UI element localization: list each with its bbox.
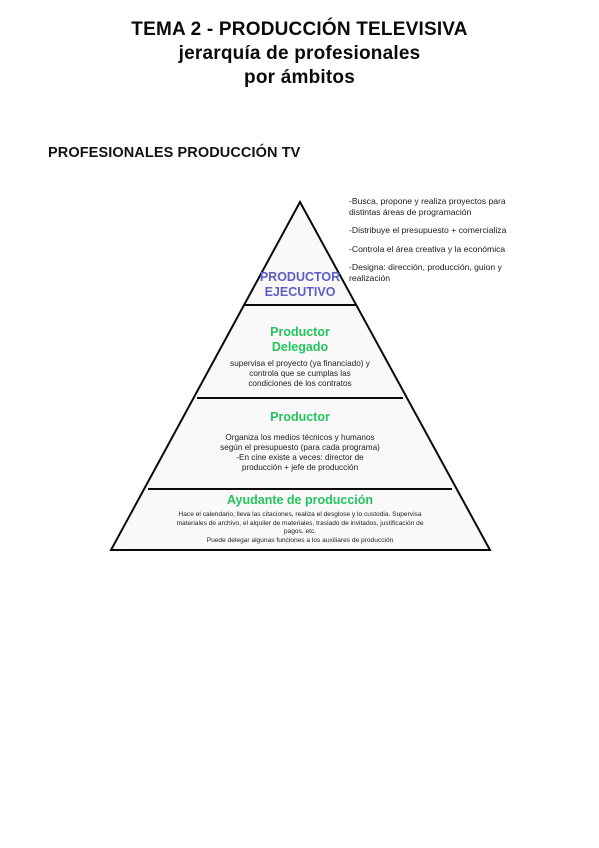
pyramid-shape xyxy=(109,199,492,551)
executive-notes: -Busca, propone y realiza proyectos para… xyxy=(349,196,539,291)
executive-note-4-line-1: -Designa: dirección, producción, guion y xyxy=(349,262,502,272)
tier-producer-title: Productor xyxy=(220,410,380,425)
tier-executive-title-line-2: EJECUTIVO xyxy=(264,285,336,299)
tier-assistant-title: Ayudante de producción xyxy=(180,493,420,508)
tier-producer-desc-line-4: producción + jefe de producción xyxy=(241,463,359,472)
tier-producer-desc-line-3: -En cine existe a veces: director de xyxy=(236,453,364,462)
tier-assistant-desc-line-2: materiales de archivo, el alquiler de ma… xyxy=(176,519,424,527)
tier-delegate-description: supervisa el proyecto (ya financiado) y … xyxy=(205,359,395,389)
executive-note-1-line-2: distintas áreas de programación xyxy=(349,206,472,217)
section-heading: PROFESIONALES PRODUCCIÓN TV xyxy=(48,145,301,161)
tier-executive-title: PRODUCTOR EJECUTIVO xyxy=(240,270,360,300)
tier-delegate-title-line-2: Delegado xyxy=(271,340,329,354)
tier-assistant-desc-line-3: pagos, etc. xyxy=(283,528,317,535)
executive-note-4-line-2: realización xyxy=(349,272,391,283)
tier-delegate-title: Productor Delegado xyxy=(220,325,380,355)
tier-assistant-title-line-1: Ayudante de producción xyxy=(226,493,374,507)
tier-assistant-desc-line-4: Puede delegar algunas funciones a los au… xyxy=(206,536,394,544)
executive-note-2: -Distribuye el presupuesto + comercializ… xyxy=(349,225,539,236)
executive-note-1: -Busca, propone y realiza proyectos para… xyxy=(349,196,539,217)
title-line-1: TEMA 2 - PRODUCCIÓN TELEVISIVA xyxy=(131,19,468,40)
title-line-2: jerarquía de profesionales xyxy=(178,43,421,64)
tier-delegate-desc-line-3: condiciones de los contratos xyxy=(248,379,352,388)
tier-assistant-description: Hace el calendario, lleva las citaciones… xyxy=(150,511,450,545)
tier-delegate-title-line-1: Productor xyxy=(270,325,330,339)
title-line-3: por ámbitos xyxy=(244,67,355,88)
executive-note-4: -Designa: dirección, producción, guion y… xyxy=(349,262,539,283)
tier-assistant-desc-line-1: Hace el calendario, lleva las citaciones… xyxy=(178,511,422,518)
tier-producer-description: Organiza los medios técnicos y humanos s… xyxy=(190,433,410,473)
tier-producer-title-line-1: Productor xyxy=(270,410,330,424)
executive-note-3: -Controla el área creativa y la económic… xyxy=(349,244,539,255)
executive-note-1-line-1: -Busca, propone y realiza proyectos para xyxy=(349,196,506,206)
tier-producer-desc-line-2: según el presupuesto (para cada programa… xyxy=(220,443,380,452)
executive-note-3-line-1: -Controla el área creativa y la económic… xyxy=(349,243,506,254)
tier-producer-desc-line-1: Organiza los medios técnicos y humanos xyxy=(225,433,375,442)
tier-delegate-desc-line-1: supervisa el proyecto (ya financiado) y xyxy=(230,359,370,368)
tier-delegate-desc-line-2: controla que se cumplas las xyxy=(249,369,351,378)
tier-executive-title-line-1: PRODUCTOR xyxy=(259,270,341,284)
executive-note-2-line-1: -Distribuye el presupuesto + comercializ… xyxy=(349,225,507,235)
document-title: TEMA 2 - PRODUCCIÓN TELEVISIVA jerarquía… xyxy=(0,18,599,90)
